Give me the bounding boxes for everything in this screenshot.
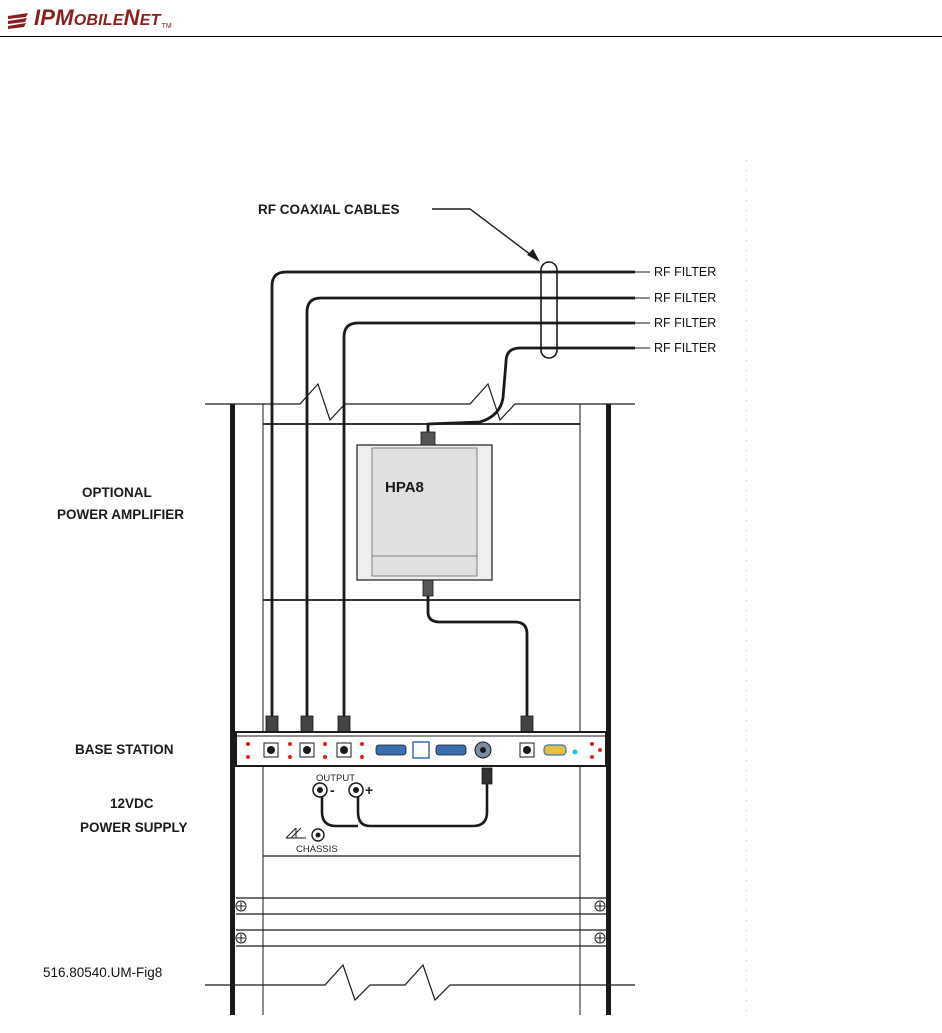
chassis-ground-icon <box>286 828 324 841</box>
power-cable <box>358 770 487 826</box>
panel-yellow-connector-icon <box>544 745 566 755</box>
power-plug-icon <box>482 768 492 784</box>
rack-top-break-line <box>205 384 635 420</box>
rf-filter-label-3: RF FILTER <box>654 316 716 330</box>
rack-bottom-break-line <box>205 965 635 1000</box>
scan-edge <box>746 160 748 1020</box>
amp-bottom-connector-icon <box>423 580 433 596</box>
minus-terminal-label: - <box>330 782 335 798</box>
power-cable-minus <box>322 795 358 826</box>
rf-filter-label-1: RF FILTER <box>654 265 716 279</box>
power-amplifier-label: POWER AMPLIFIER <box>57 507 184 522</box>
cables-arrow-icon <box>527 249 540 262</box>
output-terminals <box>313 783 363 797</box>
output-label: OUTPUT <box>316 773 355 784</box>
panel-cyan-led-icon <box>573 750 578 755</box>
hpa8-amplifier <box>357 432 492 596</box>
amp-top-connector-icon <box>421 432 435 445</box>
figure-id-label: 516.80540.UM-Fig8 <box>43 965 162 980</box>
rf-filter-label-2: RF FILTER <box>654 291 716 305</box>
chassis-label: CHASSIS <box>296 844 338 855</box>
rf-plug-3-icon <box>338 716 350 732</box>
blank-panels <box>236 898 606 946</box>
plus-terminal-label: + <box>365 782 373 798</box>
rf-filter-label-4: RF FILTER <box>654 341 716 355</box>
rf-coaxial-cables-label: RF COAXIAL CABLES <box>258 202 400 217</box>
cables-leader-line <box>432 209 535 258</box>
hpa8-label: HPA8 <box>385 479 424 496</box>
psu-voltage-label: 12VDC <box>110 796 154 811</box>
amp-to-base-cable <box>428 596 527 722</box>
cable-bundle-clamp <box>541 262 557 358</box>
rf-filter-leaders <box>635 272 650 348</box>
base-station-label: BASE STATION <box>75 742 174 757</box>
rf-plugs <box>266 716 533 732</box>
rf-plug-4-icon <box>521 716 533 732</box>
power-supply-label: POWER SUPPLY <box>80 820 188 835</box>
optional-label: OPTIONAL <box>82 485 152 500</box>
rf-plug-2-icon <box>301 716 313 732</box>
rf-plug-1-icon <box>266 716 278 732</box>
base-station-panel <box>236 732 606 766</box>
rf-cable-4 <box>428 348 635 432</box>
